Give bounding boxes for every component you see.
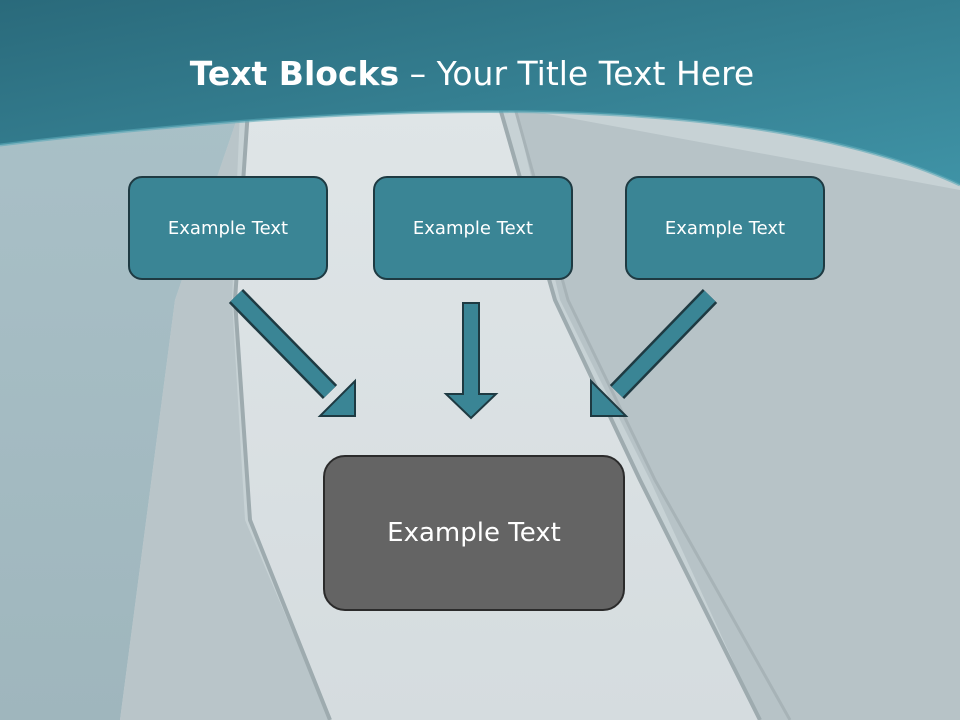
- text-box-3-label: Example Text: [664, 217, 786, 239]
- text-box-2[interactable]: Example Text: [373, 176, 573, 280]
- slide-title: Text Blocks – Your Title Text Here: [0, 52, 944, 96]
- text-box-2-label: Example Text: [412, 217, 534, 239]
- text-box-1-label: Example Text: [167, 217, 289, 239]
- main-text-box[interactable]: Example Text: [323, 455, 625, 611]
- title-bold: Text Blocks: [189, 54, 400, 93]
- main-text-box-label: Example Text: [387, 518, 561, 548]
- title-rest: Your Title Text Here: [436, 54, 755, 93]
- header-band: [0, 0, 960, 185]
- title-separator: –: [399, 54, 437, 93]
- text-box-1[interactable]: Example Text: [128, 176, 328, 280]
- text-box-3[interactable]: Example Text: [625, 176, 825, 280]
